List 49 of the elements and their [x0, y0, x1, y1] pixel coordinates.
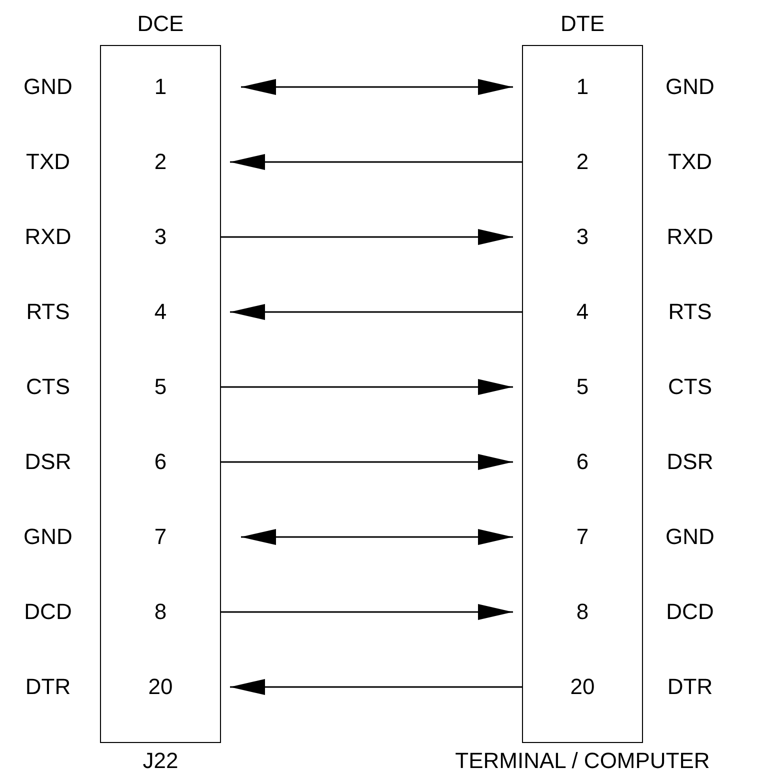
pin-number: 7: [576, 526, 589, 548]
pin-number: 1: [576, 76, 589, 98]
arrow: [221, 454, 513, 470]
signal-name: DCD: [666, 601, 714, 623]
signal-name: GND: [666, 76, 714, 98]
connector-caption: TERMINAL / COMPUTER: [455, 750, 710, 772]
arrow: [221, 229, 513, 245]
signal-name: GND: [24, 526, 72, 548]
signal-name: DSR: [24, 451, 72, 473]
pin-number: 2: [576, 150, 589, 172]
pin-number: 6: [576, 450, 589, 472]
pin-number: 2: [154, 150, 167, 172]
arrow: [221, 604, 513, 620]
pin-number: 3: [154, 226, 167, 248]
arrow: [230, 304, 522, 320]
pin-number: 7: [154, 526, 167, 548]
signal-name: DTR: [667, 676, 713, 698]
arrow: [241, 529, 513, 545]
pin-number: 8: [576, 600, 589, 622]
pin-number: 4: [154, 300, 167, 322]
signal-name: GND: [24, 76, 72, 98]
connector-heading: DTE: [560, 13, 604, 35]
pin-number: 5: [154, 376, 167, 398]
arrow: [230, 154, 522, 170]
pin-number: 1: [154, 76, 167, 98]
pin-number: 3: [576, 226, 589, 248]
signal-name: DSR: [666, 451, 714, 473]
connector-caption: J22: [142, 750, 178, 772]
pin-number: 5: [576, 376, 589, 398]
pin-number: 20: [570, 676, 595, 698]
signal-name: DCD: [24, 601, 72, 623]
signal-name: RTS: [26, 301, 70, 323]
signal-name: RXD: [666, 226, 714, 248]
pin-number: 4: [576, 300, 589, 322]
pin-number: 6: [154, 450, 167, 472]
connector-heading: DCE: [137, 13, 184, 35]
signal-name: TXD: [668, 151, 712, 173]
signal-name: CTS: [26, 376, 70, 398]
signal-name: CTS: [668, 376, 712, 398]
signal-name: RTS: [668, 301, 712, 323]
signal-name: TXD: [26, 151, 70, 173]
arrow: [221, 379, 513, 395]
signal-name: RXD: [24, 226, 72, 248]
arrow: [230, 679, 522, 695]
signal-name: GND: [666, 526, 714, 548]
pin-number: 20: [148, 676, 173, 698]
pin-number: 8: [154, 600, 167, 622]
signal-name: DTR: [25, 676, 71, 698]
arrow: [241, 79, 513, 95]
